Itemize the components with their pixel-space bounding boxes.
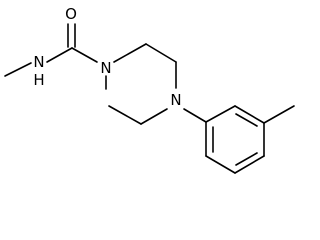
benzene-ring <box>205 105 265 174</box>
bond-aryl-c5-c6 <box>205 155 236 174</box>
piperazine-n4-label: N <box>170 91 181 109</box>
molecule-structure: O N H N N <box>4 5 295 174</box>
bond-aryl-c2-c3 <box>234 105 265 124</box>
bond-ring-c5-c6 <box>108 105 142 125</box>
piperazine-ring <box>105 43 177 125</box>
oxygen-label: O <box>65 5 77 23</box>
bond-ring-n1-c2 <box>113 43 147 63</box>
piperazine-n1-label: N <box>100 59 111 77</box>
bond-carbonyl-ring-n <box>71 47 98 63</box>
bond-ring-n4-c5 <box>140 108 168 125</box>
bond-n4-aryl <box>183 108 207 123</box>
bond-methyl-n <box>4 62 32 77</box>
aromatic-inner-bond-2 <box>235 152 258 166</box>
bond-n-carbonyl <box>46 47 73 63</box>
bond-aryl-c4-c5 <box>234 155 265 174</box>
amide-nitrogen-label: N <box>33 53 44 71</box>
bond-aryl-c1-c2 <box>205 105 236 123</box>
bond-aryl-methyl <box>263 105 295 124</box>
amide-hydrogen-label: H <box>33 71 44 89</box>
bond-ring-c2-c3 <box>145 43 177 63</box>
aromatic-inner-bond-1 <box>235 113 258 127</box>
carboxamide-group <box>4 23 98 77</box>
